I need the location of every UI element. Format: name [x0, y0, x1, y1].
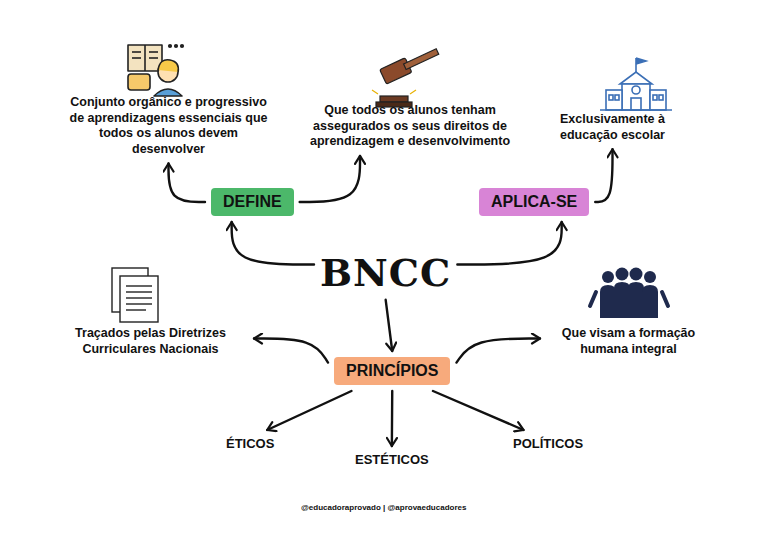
category-box: APLICA-SE — [479, 188, 589, 216]
node-text: Exclusivamente à educação escolar — [545, 112, 680, 143]
credit-label: @educadoraprovado | @aprovaeducadores — [301, 503, 466, 512]
node-text: PRINCÍPIOS — [346, 362, 438, 380]
arrow-connector — [386, 300, 393, 351]
arrow-connector — [267, 391, 351, 430]
node-text: ÉTICOS — [226, 436, 274, 451]
arrow-connector — [595, 149, 612, 202]
definition-text: Conjunto orgânico e progressivo de apren… — [66, 95, 271, 158]
arrow-connector — [433, 391, 524, 430]
arrow-connector — [391, 391, 394, 446]
principle-note: Que visam a formação humana integral — [546, 326, 711, 357]
category-box: DEFINE — [211, 188, 294, 216]
arrow-connector — [456, 339, 540, 363]
people-icon — [590, 268, 668, 319]
node-text: POLÍTICOS — [513, 436, 583, 451]
node-text: Conjunto orgânico e progressivo de apren… — [66, 95, 271, 158]
arrow-connector — [300, 156, 360, 202]
gavel-icon — [372, 44, 441, 107]
node-text: APLICA-SE — [491, 193, 577, 211]
node-text: Traçados pelas Diretrizes Curriculares N… — [53, 326, 248, 357]
school-icon — [600, 58, 672, 110]
reader-icon — [128, 45, 183, 96]
node-text: DEFINE — [223, 193, 282, 211]
principle-item: ESTÉTICOS — [355, 452, 429, 467]
principle-item: ÉTICOS — [226, 436, 274, 451]
arrow-connector — [457, 222, 561, 265]
category-box: PRINCÍPIOS — [334, 357, 450, 385]
node-text: ESTÉTICOS — [355, 452, 429, 467]
central-title: BNCC — [320, 252, 451, 294]
arrow-connector — [169, 164, 206, 203]
definition-text: Que todos os alunos tenham assegurados o… — [285, 103, 535, 150]
arrow-connector — [254, 339, 328, 363]
scope-text: Exclusivamente à educação escolar — [545, 112, 680, 143]
principle-item: POLÍTICOS — [513, 436, 583, 451]
node-text: Que visam a formação humana integral — [546, 326, 711, 357]
documents-icon — [112, 268, 158, 322]
principle-note: Traçados pelas Diretrizes Curriculares N… — [53, 326, 248, 357]
arrow-connector — [232, 222, 314, 265]
node-text: Que todos os alunos tenham assegurados o… — [285, 103, 535, 150]
node-text: BNCC — [320, 252, 451, 294]
